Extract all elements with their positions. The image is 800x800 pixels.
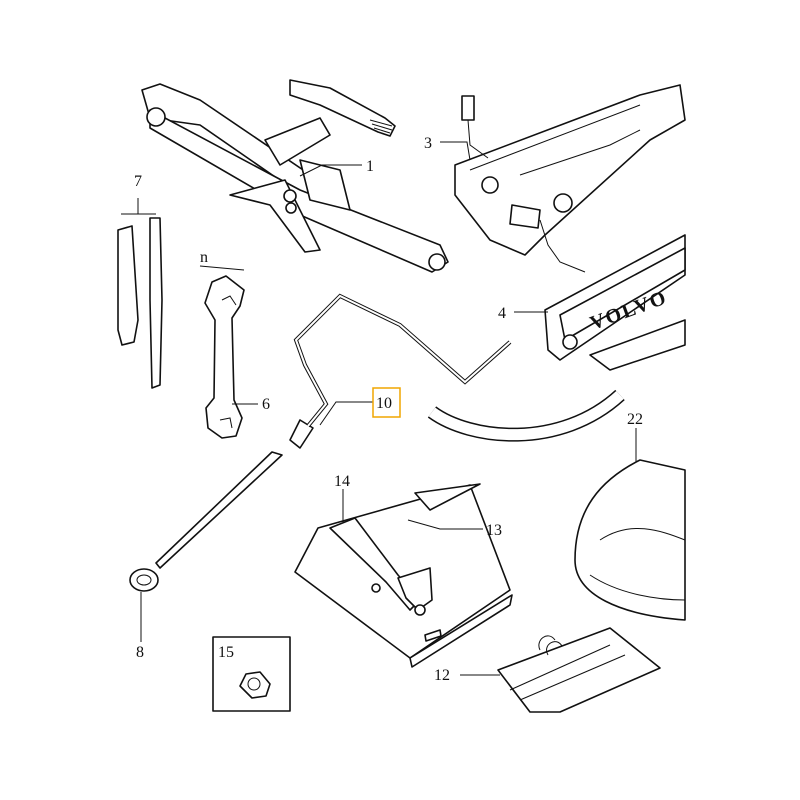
tool-set[interactable] [117, 198, 163, 389]
crank-handle[interactable] [289, 293, 512, 449]
wrench[interactable] [199, 265, 245, 439]
label-bracket[interactable]: 3 [424, 135, 432, 152]
label-jack[interactable]: 1 [366, 158, 374, 175]
cover[interactable] [497, 627, 661, 713]
label-crank[interactable]: 10 [376, 395, 392, 412]
label-nut[interactable]: 15 [218, 644, 234, 661]
label-strap[interactable]: 14 [334, 473, 350, 490]
label-cover[interactable]: 12 [434, 667, 450, 684]
label-panel[interactable]: 4 [498, 305, 506, 322]
scissor-jack[interactable] [141, 79, 449, 273]
label-tray[interactable]: 13 [486, 522, 502, 539]
nut-detail-box[interactable] [212, 636, 291, 712]
label-tool-7[interactable]: 7 [134, 173, 142, 190]
hose[interactable] [427, 389, 625, 442]
bag[interactable] [574, 459, 686, 621]
leader-lines [140, 141, 637, 676]
bracket[interactable] [454, 84, 686, 273]
volvo-panel[interactable]: VOLVO [544, 234, 686, 371]
label-wrench[interactable]: 6 [262, 396, 270, 413]
label-dimension-n: n [200, 249, 208, 266]
tow-eye[interactable] [129, 451, 283, 592]
strap[interactable] [329, 517, 433, 616]
highlight-box [372, 387, 401, 418]
label-tow-eye[interactable]: 8 [136, 644, 144, 661]
label-bag[interactable]: 22 [627, 411, 643, 428]
